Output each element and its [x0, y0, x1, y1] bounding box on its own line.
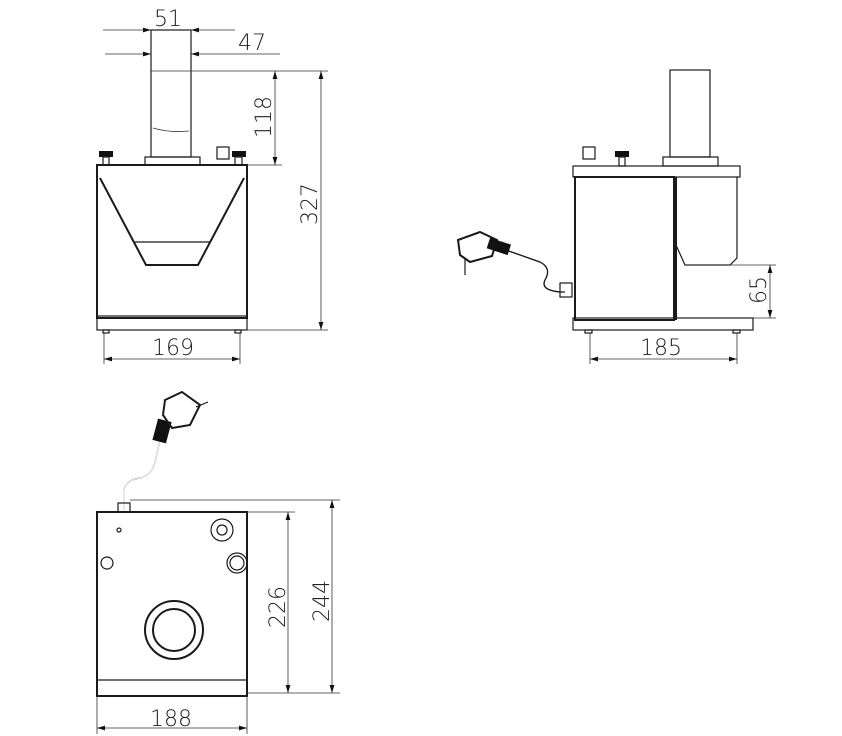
dim-width: 169 [152, 336, 194, 361]
knob [615, 151, 629, 157]
dim-total-depth: 244 [310, 580, 335, 622]
knob-left [99, 151, 113, 157]
feed-tube [150, 29, 192, 158]
feed-tube [669, 69, 711, 158]
switch [216, 146, 230, 160]
power-plug-icon [152, 390, 209, 444]
base [572, 317, 754, 331]
knob-right [232, 151, 246, 157]
power-cable [123, 439, 161, 510]
switch-top [210, 518, 234, 542]
dim-inner-depth: 226 [266, 586, 291, 628]
dim-outer-diameter: 51 [154, 7, 182, 32]
power-cable [505, 249, 565, 293]
dim-tube-height: 118 [252, 96, 277, 138]
dim-outlet-height: 65 [747, 276, 772, 304]
power-plug-icon [456, 230, 512, 275]
top-view: 226 244 188 [96, 390, 340, 734]
knob-top [226, 552, 248, 574]
base [96, 315, 248, 331]
dim-total-height: 327 [298, 183, 323, 225]
dim-depth: 185 [640, 336, 682, 361]
dim-inner-diameter: 47 [238, 31, 266, 56]
front-view: 51 47 118 327 169 [96, 7, 328, 364]
side-view: 65 185 [456, 69, 776, 364]
top-body [96, 511, 248, 697]
switch [582, 146, 596, 160]
side-body [574, 176, 675, 321]
front-body [96, 164, 248, 319]
feed-opening [144, 600, 204, 660]
dim-top-width: 188 [150, 707, 192, 732]
tube-flange [144, 156, 201, 166]
funnel [99, 177, 245, 266]
